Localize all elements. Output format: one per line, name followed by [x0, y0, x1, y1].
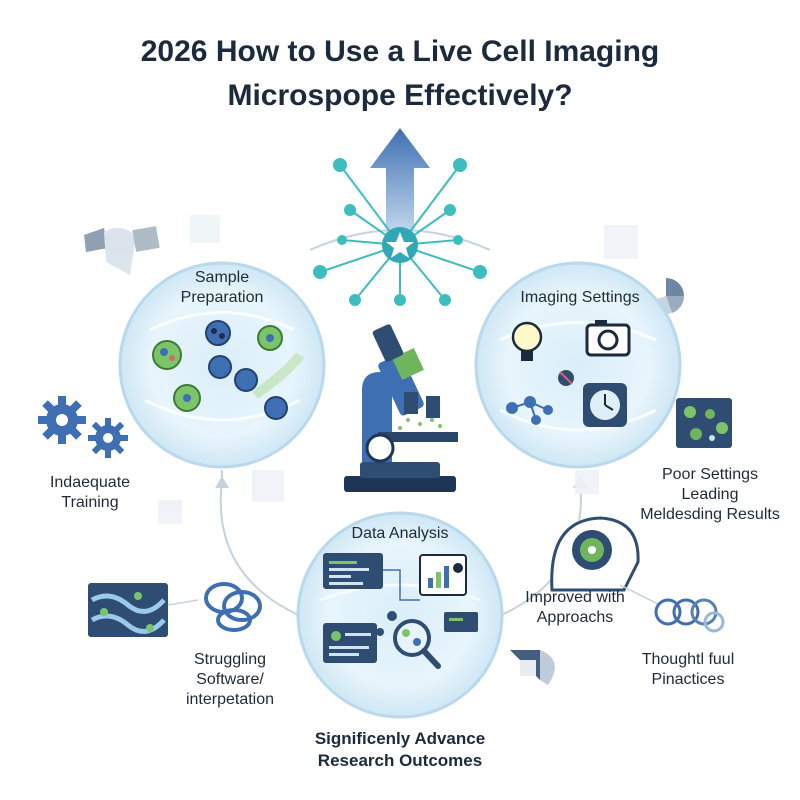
arrow-up-icon — [370, 128, 430, 238]
rings-icon — [654, 598, 725, 633]
poor-settings-label: Poor Settings Leading Meldesding Results — [625, 465, 795, 525]
wave-thumbnail-icon — [88, 583, 168, 637]
gear-small-icon — [376, 611, 397, 636]
aperture-icon — [558, 370, 574, 386]
arc-arrowhead-left — [215, 476, 229, 488]
lightbulb-icon — [511, 321, 543, 361]
inadequate-line-1: Indaequate — [49, 474, 131, 491]
magnifier-icon — [393, 619, 441, 669]
tangle-icon — [204, 582, 262, 632]
thoughtful-line-1: Thoughtl fuul — [641, 651, 735, 668]
star-icon — [382, 227, 418, 263]
inadequate-line-2: Training — [61, 494, 119, 511]
imaging-settings-label: Imaging Settings — [495, 288, 665, 308]
imaging-settings-circle — [474, 261, 682, 469]
gear-icon — [38, 396, 128, 458]
small-panel-icon — [444, 612, 478, 632]
data-analysis-label: Data Analysis — [330, 524, 470, 544]
outcome-line-1: Significenly Advance — [314, 729, 486, 748]
sample-preparation-label: Sample Preparation — [157, 268, 287, 308]
thoughtful-line-2: Pinactices — [651, 671, 725, 688]
sample-label-line-1: Sample — [194, 269, 250, 286]
data-analysis-label-text: Data Analysis — [351, 525, 449, 542]
poor-settings-line-2: Leading — [681, 486, 739, 503]
cell-icons — [152, 320, 288, 420]
code-panel-icon — [323, 553, 383, 589]
title-line-1: 2026 How to Use a Live Cell Imaging — [140, 35, 660, 68]
outcome-label: Significenly Advance Research Outcomes — [270, 728, 530, 772]
struggling-line-1: Struggling — [193, 651, 267, 668]
inadequate-training-label: Indaequate Training — [20, 473, 160, 513]
chart-panel-icon — [419, 554, 467, 596]
poor-settings-line-1: Poor Settings — [661, 466, 759, 483]
brain-icon — [550, 516, 640, 592]
improved-label: Improved with Approachs — [505, 588, 645, 628]
microscope-icon — [344, 324, 458, 492]
outcome-line-2: Research Outcomes — [317, 751, 483, 770]
struggling-line-3: interpetation — [185, 691, 275, 708]
imaging-label-text: Imaging Settings — [520, 289, 640, 306]
network-icon — [506, 396, 553, 425]
data-analysis-circle — [296, 511, 504, 719]
sparkle-dots — [398, 418, 442, 430]
sample-preparation-circle — [118, 261, 326, 469]
sample-label-line-2: Preparation — [180, 289, 264, 306]
screen-panel-icon — [323, 623, 377, 663]
title-line-2: Microspope Effectively? — [227, 79, 573, 112]
decorative-shapes — [84, 215, 684, 685]
camera-icon — [585, 320, 631, 357]
thoughtful-label: Thoughtl fuul Pinactices — [618, 650, 758, 690]
poor-settings-line-3: Meldesding Results — [640, 506, 780, 523]
improved-line-1: Improved with — [525, 589, 625, 606]
clock-icon — [583, 383, 627, 427]
page-title: 2026 How to Use a Live Cell Imaging Micr… — [0, 30, 800, 118]
struggling-line-2: Software/ — [196, 671, 264, 688]
improved-line-2: Approachs — [536, 609, 614, 626]
cells-thumbnail-icon — [676, 398, 732, 448]
struggling-label: Struggling Software/ interpetation — [160, 650, 300, 710]
